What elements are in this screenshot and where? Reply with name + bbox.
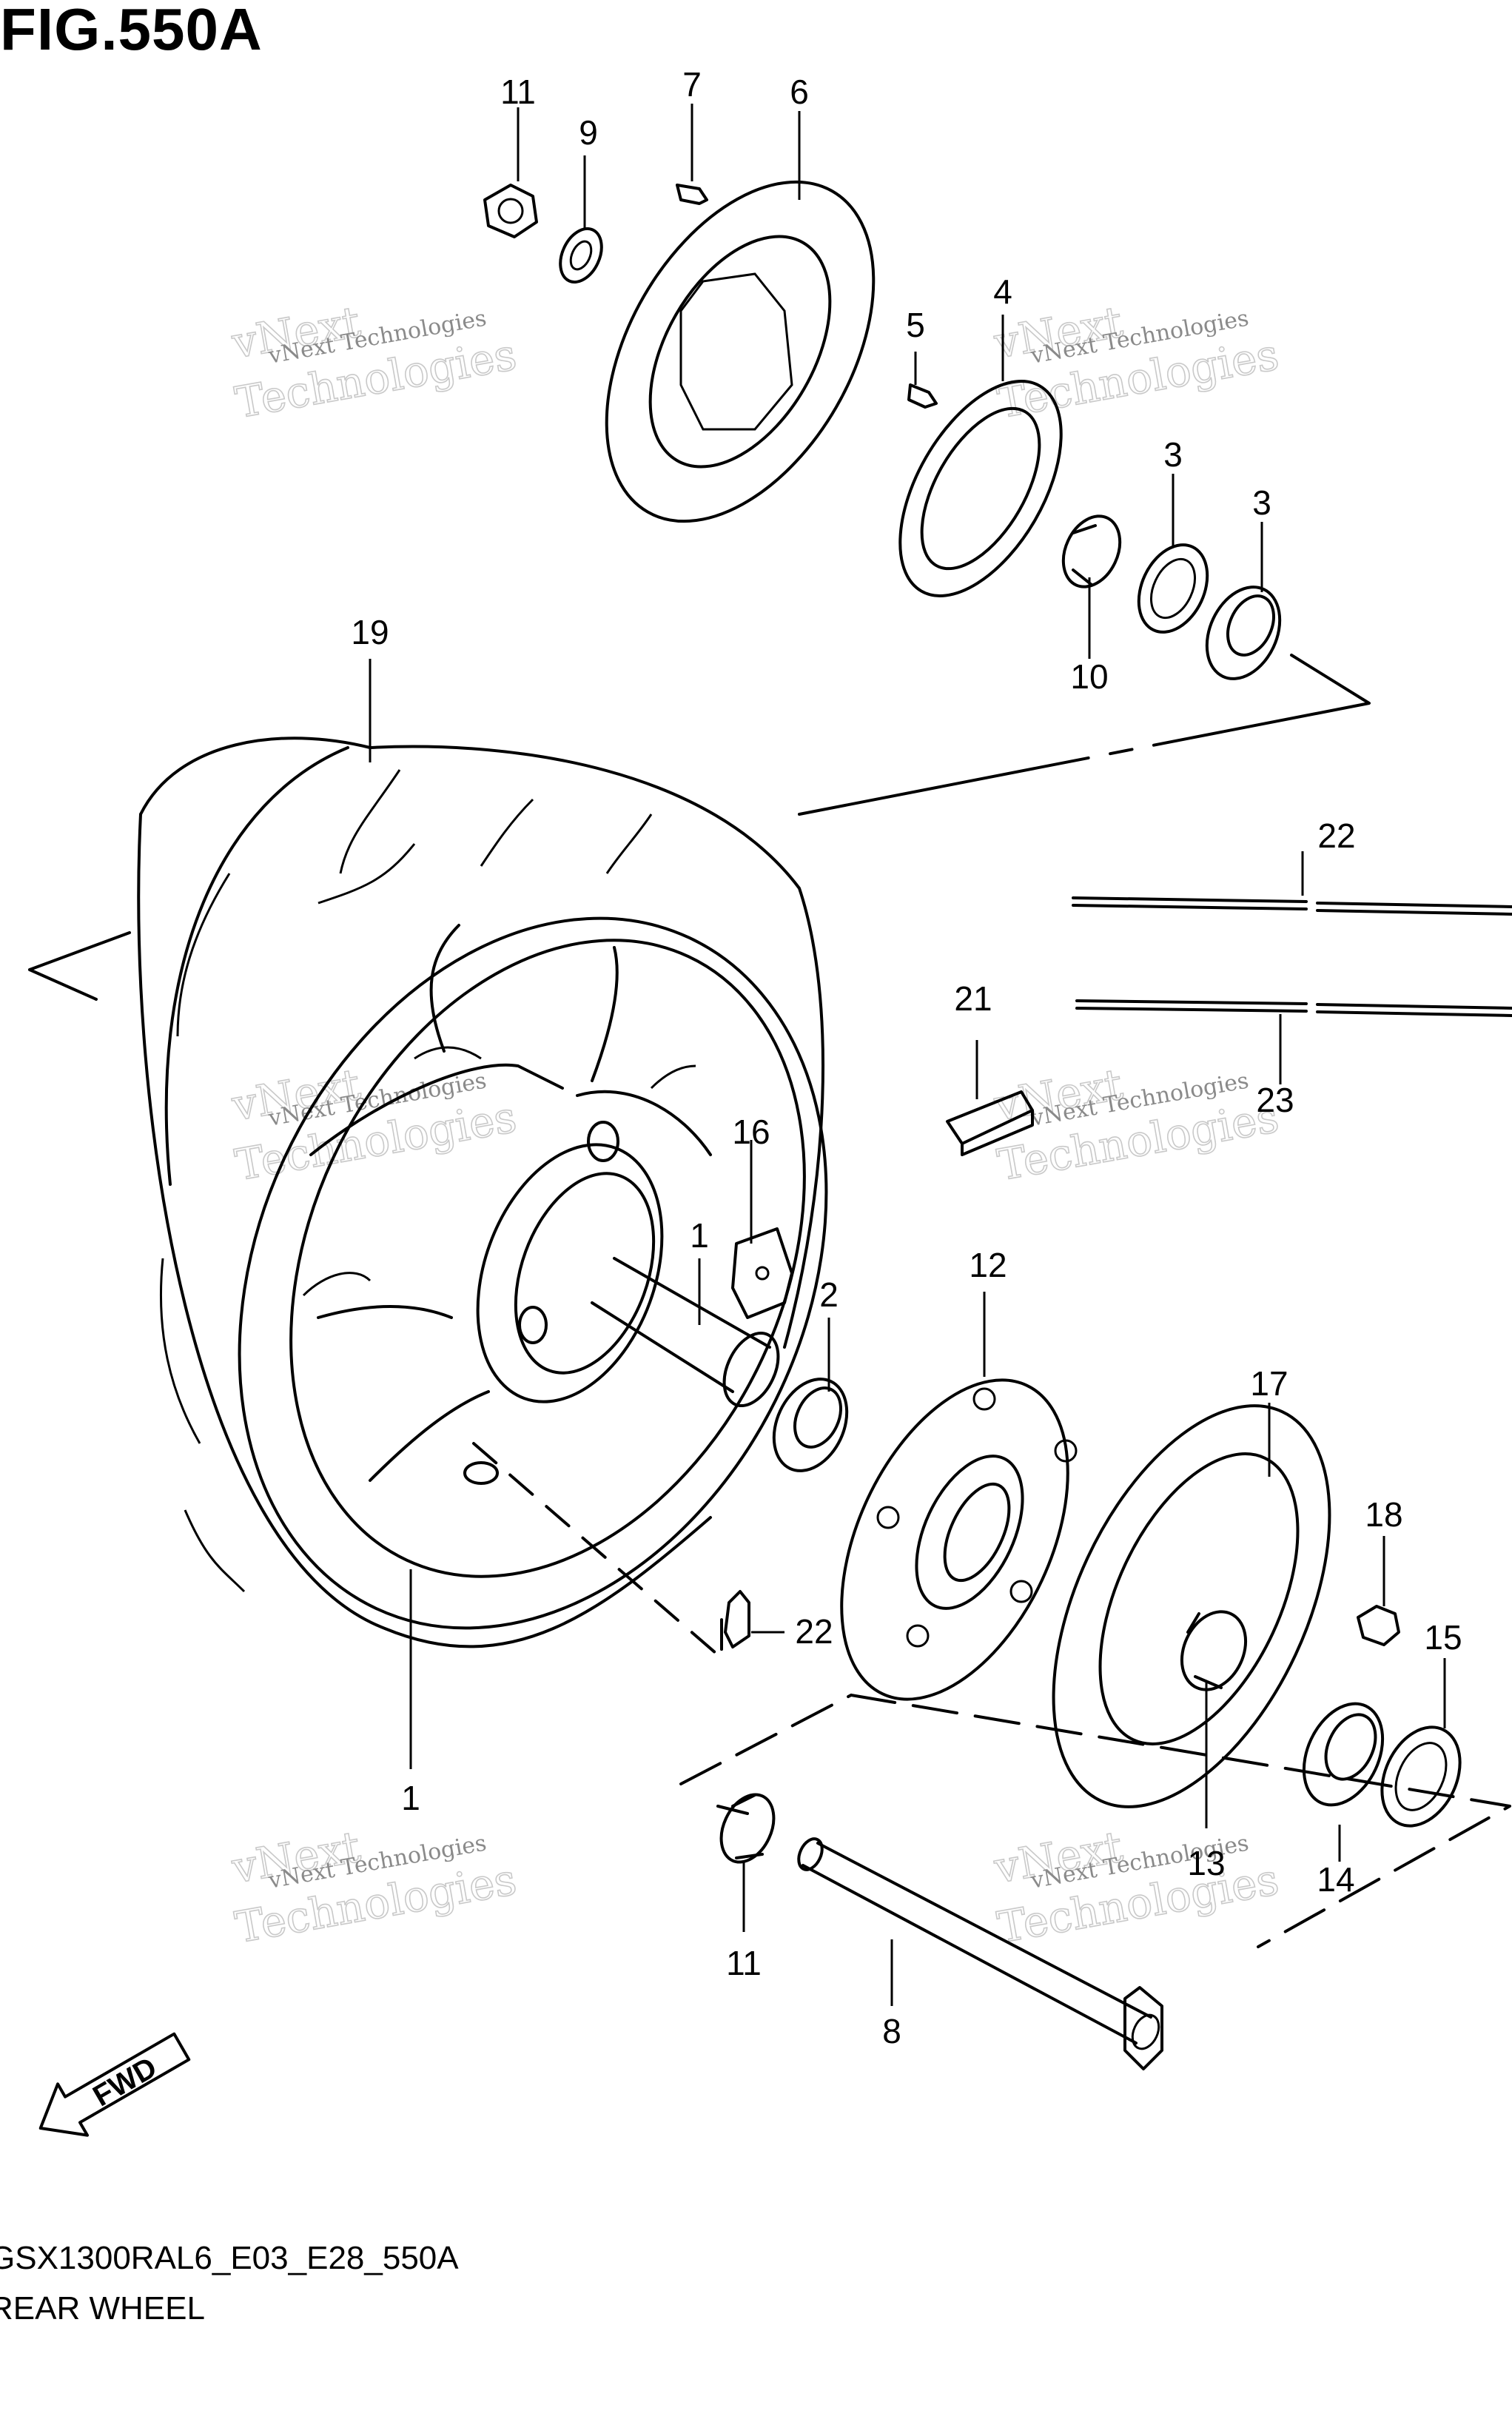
bearing-16 <box>1302 1702 1385 1807</box>
callout-13: 11 <box>726 1944 762 1982</box>
callout-6: 5 <box>906 306 925 344</box>
callout-7: 6 <box>790 73 809 111</box>
figure-title: FIG.550A <box>0 0 263 62</box>
callout-10: 9 <box>579 113 598 152</box>
rear-tire <box>28 737 824 1648</box>
figure-caption: REAR WHEEL <box>0 2290 205 2327</box>
oil-seal-17 <box>1380 1725 1462 1828</box>
callout-16: 14 <box>1317 1860 1354 1899</box>
hub <box>463 1121 664 1485</box>
sensor-rotor <box>898 380 1063 597</box>
callout-12: 10 <box>1070 657 1108 696</box>
strap-25 <box>1075 999 1512 1017</box>
callout-3-lower: 2 <box>819 1275 839 1314</box>
svg-text:FWD: FWD <box>87 2051 162 2113</box>
callout-3-upper: 3 <box>1252 483 1271 522</box>
figure-code: GSX1300RAL6_E03_E28_550A <box>0 2240 459 2276</box>
disc-bolt <box>676 184 708 205</box>
rotor-screw <box>907 383 938 409</box>
callout-21: 19 <box>351 613 389 651</box>
cush-damper <box>731 1227 793 1319</box>
fwd-arrow-icon: FWD <box>38 2032 191 2137</box>
callout-14: 12 <box>969 1246 1007 1284</box>
spacer-15 <box>1180 1610 1248 1691</box>
rear-axle <box>797 1837 1163 2070</box>
callout-19: 17 <box>1250 1364 1288 1403</box>
callout-4: 3 <box>1163 435 1183 474</box>
callout-18: 16 <box>732 1113 770 1151</box>
watermark-group: vNext vNext Technologies Technologies vN… <box>227 296 1283 1953</box>
callout-17: 15 <box>1424 1618 1462 1657</box>
callout-25: 23 <box>1256 1081 1294 1119</box>
sprocket-nut <box>1357 1605 1400 1646</box>
rear-sprocket <box>1052 1404 1331 1808</box>
callout-22: 22 <box>795 1612 833 1651</box>
axle-spacer <box>591 1257 780 1408</box>
strap-24 <box>1072 896 1512 916</box>
callout-1: 1 <box>401 1779 420 1817</box>
sprocket-drum <box>840 1378 1078 1701</box>
nut-11 <box>483 184 538 238</box>
callout-9: 8 <box>882 2012 901 2050</box>
callout-20: 18 <box>1365 1495 1402 1534</box>
rear-wheel-rim <box>238 916 828 1630</box>
callout-labels: 11 9 7 6 5 4 3 3 10 19 22 21 23 16 1 2 1… <box>351 65 1462 2050</box>
balancer-weight <box>946 1090 1034 1156</box>
air-valve <box>724 1590 750 1648</box>
brake-disc <box>605 180 876 523</box>
callout-8: 7 <box>682 65 702 104</box>
spacer-12 <box>1061 514 1122 588</box>
washer-10 <box>559 227 603 284</box>
callout-23: 21 <box>954 979 992 1018</box>
leader-lines <box>369 104 1446 2006</box>
callout-24: 22 <box>1317 816 1355 855</box>
callout-2: 1 <box>690 1216 709 1255</box>
bearing-upper <box>1205 586 1282 680</box>
oil-seal-4 <box>1137 543 1209 634</box>
spacer-13 <box>719 1793 776 1864</box>
callout-5: 4 <box>993 272 1012 311</box>
assembly-lines <box>472 654 1511 1948</box>
bearing-lower <box>772 1378 849 1472</box>
callout-15: 13 <box>1187 1844 1225 1882</box>
callout-11: 11 <box>500 73 536 111</box>
